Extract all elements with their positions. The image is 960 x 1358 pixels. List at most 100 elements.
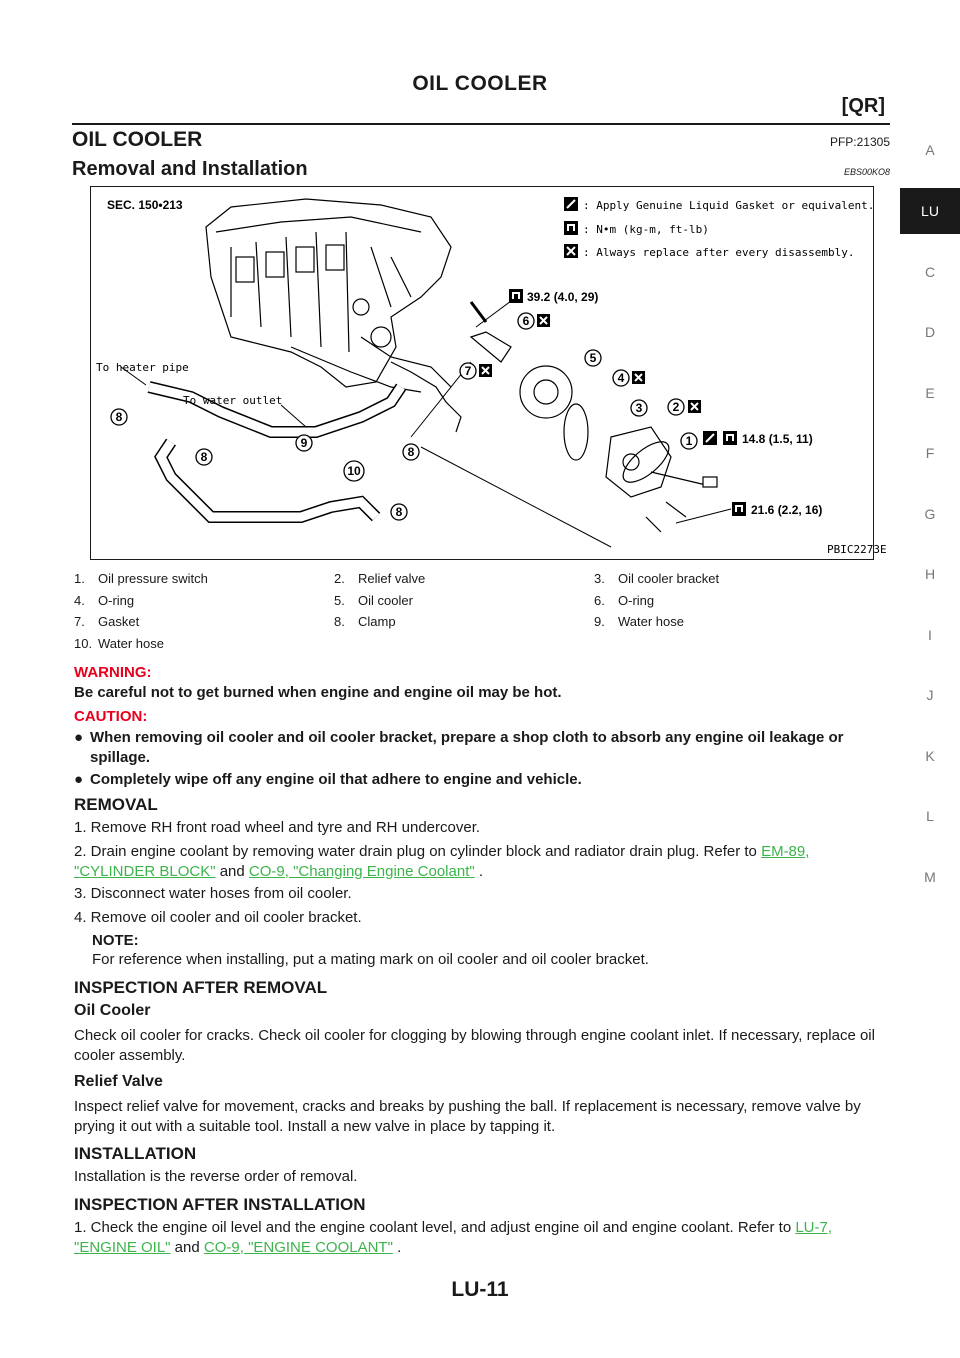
oil-cooler-text: Check oil cooler for cracks. Check oil c…: [74, 1027, 875, 1064]
torque-wrench-icon: [564, 221, 578, 235]
index-tab-lu[interactable]: LU: [900, 187, 960, 234]
caution-item: ●When removing oil cooler and oil cooler…: [74, 729, 844, 766]
reference-code: EBS00KO8: [843, 167, 890, 177]
heater-pipe-leader: [120, 366, 147, 386]
torque-value-1: 39.2 (4.0, 29): [527, 290, 598, 304]
link-lu-7[interactable]: LU-7, "ENGINE OIL": [74, 1219, 833, 1256]
torque-value-2: 14.8 (1.5, 11): [742, 432, 813, 446]
callout-2: 2: [667, 398, 685, 416]
link-co-9-coolant[interactable]: CO-9, "ENGINE COOLANT": [203, 1238, 393, 1256]
callout-8a: 8: [110, 408, 128, 426]
caution-label: CAUTION:: [74, 708, 148, 725]
torque-icon-2: [723, 431, 737, 445]
page-header-title: OIL COOLER: [412, 72, 548, 95]
liquid-gasket-icon-2: [703, 431, 717, 445]
svg-text:7: 7: [465, 364, 472, 378]
index-tab-f[interactable]: F: [925, 445, 935, 461]
torque-icon-3: [732, 502, 746, 516]
relief-valve-text: Inspect relief valve for movement, crack…: [74, 1098, 861, 1135]
legend-row: 10.Water hose: [74, 635, 164, 651]
caution-list: ●When removing oil cooler and oil cooler…: [74, 728, 894, 793]
link-em-89[interactable]: EM-89, "CYLINDER BLOCK": [74, 843, 810, 880]
index-tab-e[interactable]: E: [925, 384, 935, 401]
index-tab-a[interactable]: A: [925, 142, 935, 158]
water-hose-drawing: [147, 381, 406, 523]
svg-text:4: 4: [618, 371, 625, 385]
svg-text:8: 8: [408, 445, 415, 459]
inspection-removal-heading: INSPECTION AFTER REMOVAL: [74, 978, 328, 997]
main-title: OIL COOLER: [72, 128, 203, 151]
parts-legend: 1.Oil pressure switch 2.Relief valve 3.O…: [74, 571, 894, 657]
legend-liquid-gasket: : Apply Genuine Liquid Gasket or equival…: [583, 199, 874, 212]
callout-7: 7: [459, 362, 477, 380]
note-text: For reference when installing, put a mat…: [92, 951, 649, 968]
svg-text:8: 8: [116, 410, 123, 424]
index-tab-h[interactable]: H: [924, 566, 936, 582]
oil-cooler-heading: Oil Cooler: [74, 1002, 151, 1019]
removal-step-2: 2. Drain engine coolant by removing wate…: [74, 843, 810, 880]
index-tab-k[interactable]: K: [925, 747, 935, 764]
relief-valve-heading: Relief Valve: [74, 1073, 163, 1090]
page-number: LU-11: [451, 1278, 509, 1301]
water-outlet-leader: [280, 404, 307, 428]
link-co-9-changing[interactable]: CO-9, "Changing Engine Coolant": [248, 862, 475, 880]
callout-6: 6: [517, 312, 535, 330]
index-tab-i[interactable]: I: [928, 626, 932, 643]
warning-label: WARNING:: [74, 664, 152, 681]
svg-text:1: 1: [686, 434, 693, 448]
part-number: PFP:21305: [829, 135, 890, 149]
torque-icon-1: [509, 289, 523, 303]
callout-5: 5: [584, 349, 602, 367]
label-water-outlet: To water outlet: [183, 394, 282, 407]
caution-item: ●Completely wipe off any engine oil that…: [74, 771, 582, 788]
callout-8c: 8: [402, 443, 420, 461]
callout-4: 4: [612, 369, 630, 387]
replace-icon-6: [537, 314, 550, 327]
legend-row: 4.O-ring 5.Oil cooler 6.O-ring: [74, 592, 655, 608]
header-rule: [72, 123, 890, 125]
index-tab-l[interactable]: L: [926, 808, 934, 824]
removal-step-4: 4. Remove oil cooler and oil cooler brac…: [74, 909, 362, 926]
replace-icon-2: [688, 400, 701, 413]
svg-text:6: 6: [523, 314, 530, 328]
engine-block-drawing: [205, 198, 462, 433]
svg-text:8: 8: [396, 505, 403, 519]
svg-text:3: 3: [636, 401, 643, 415]
callout-10: 10: [343, 460, 365, 482]
torque-value-3: 21.6 (2.2, 16): [751, 503, 822, 517]
callout-1: 1: [680, 432, 698, 450]
removal-heading: REMOVAL: [74, 795, 158, 814]
note-label: NOTE:: [92, 932, 139, 949]
liquid-gasket-icon: [564, 197, 578, 211]
replace-icon-4: [632, 371, 645, 384]
index-tab-c[interactable]: C: [924, 263, 936, 280]
sub-title: Removal and Installation: [72, 158, 308, 180]
section-tag: [QR]: [841, 95, 885, 117]
svg-text:5: 5: [590, 351, 597, 365]
bullet-icon: ●: [74, 771, 84, 788]
figure-code: PBIC2273E: [827, 543, 887, 556]
replace-icon: [564, 244, 578, 258]
removal-step-3: 3. Disconnect water hoses from oil coole…: [74, 885, 352, 902]
callout-9: 9: [295, 434, 313, 452]
index-tab-d[interactable]: D: [924, 324, 936, 340]
legend-row: 1.Oil pressure switch 2.Relief valve 3.O…: [74, 571, 720, 586]
exploded-view-figure: SEC. 150•213 : Apply Genuine Liquid Gask…: [90, 186, 887, 560]
exploded-view-drawing: SEC. 150•213 : Apply Genuine Liquid Gask…: [96, 197, 887, 556]
index-tab-m[interactable]: M: [924, 868, 936, 885]
svg-text:9: 9: [301, 436, 308, 450]
removal-step-1: 1. Remove RH front road wheel and tyre a…: [74, 819, 481, 836]
installation-heading: INSTALLATION: [74, 1144, 197, 1163]
inspection-installation-step-1: 1. Check the engine oil level and the en…: [74, 1219, 833, 1256]
svg-text:2: 2: [673, 400, 680, 414]
warning-text: Be careful not to get burned when engine…: [74, 684, 562, 701]
callout-8b: 8: [195, 448, 213, 466]
index-tab-j[interactable]: J: [926, 687, 934, 703]
index-tab-g[interactable]: G: [924, 505, 936, 522]
legend-row: 7.Gasket 8.Clamp 9.Water hose: [74, 614, 684, 629]
svg-text:10: 10: [347, 464, 361, 478]
svg-text:8: 8: [201, 450, 208, 464]
callout-8d: 8: [390, 503, 408, 521]
callout-3: 3: [630, 399, 648, 417]
legend-torque: : N•m (kg-m, ft-lb): [583, 223, 709, 236]
